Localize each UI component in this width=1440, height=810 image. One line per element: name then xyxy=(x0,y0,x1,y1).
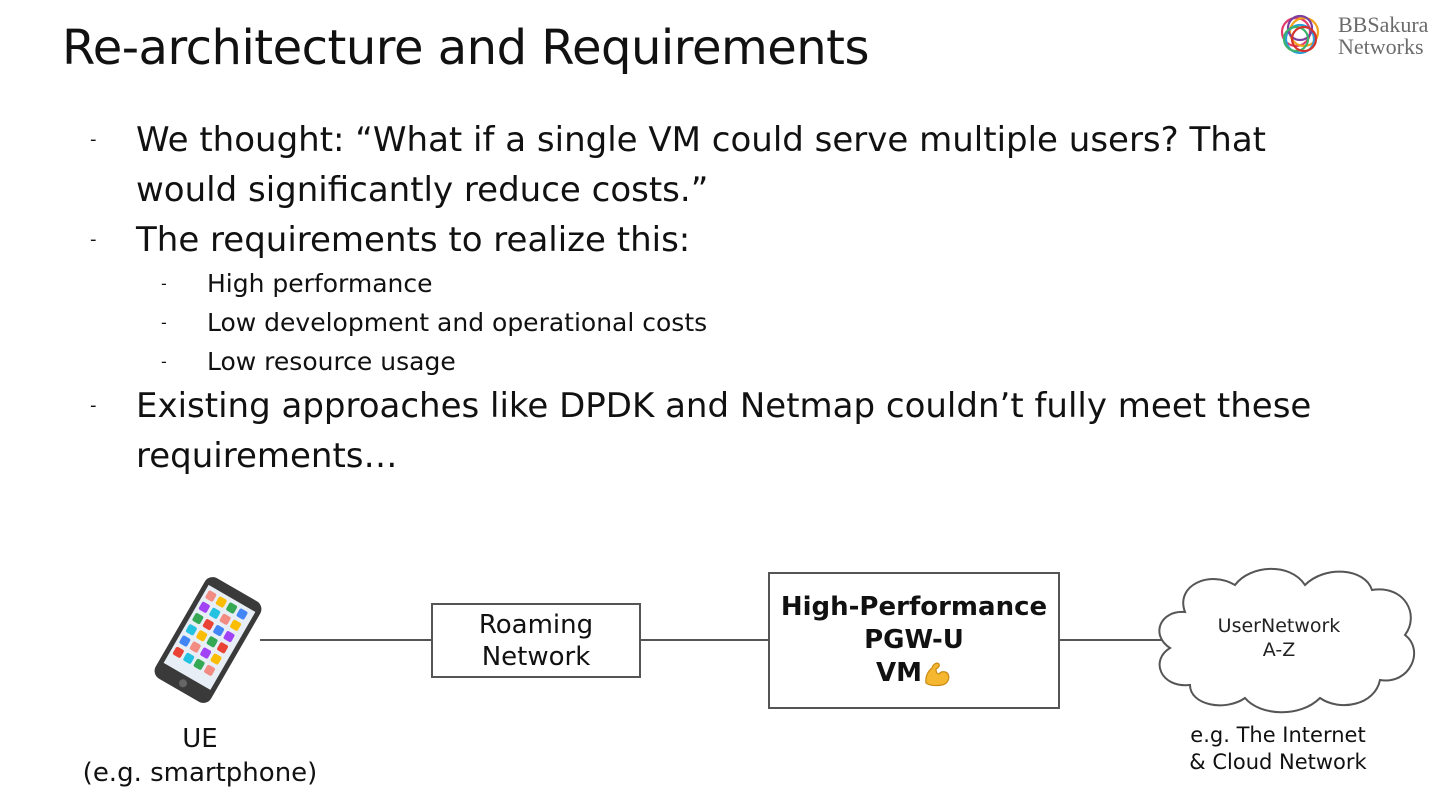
roaming-line2: Network xyxy=(481,641,591,672)
page-title: Re-architecture and Requirements xyxy=(62,20,870,76)
ue-line1: UE xyxy=(182,724,218,754)
ue-caption: UE (e.g. smartphone) xyxy=(80,722,320,790)
bullet-dash: - xyxy=(90,395,97,416)
pgw-line2: PGW-U xyxy=(864,625,964,655)
sub-bullet-item: - Low resource usage xyxy=(161,342,456,381)
bullet-text: The requirements to realize this: xyxy=(136,220,691,260)
bullet-item: - Existing approaches like DPDK and Netm… xyxy=(90,381,1376,481)
pgw-line3-row: VM xyxy=(876,657,952,690)
internet-line2: & Cloud Network xyxy=(1189,750,1367,774)
sub-bullet-item: - High performance xyxy=(161,264,433,303)
sub-bullet-text: High performance xyxy=(207,269,433,298)
sub-bullet-item: - Low development and operational costs xyxy=(161,303,708,342)
flexed-biceps-icon xyxy=(925,662,950,686)
roaming-line1: Roaming xyxy=(478,609,594,640)
bullet-item: - We thought: “What if a single VM could… xyxy=(90,115,1336,215)
cloud-line1: UserNetwork xyxy=(1217,615,1341,637)
cloud-shape xyxy=(1158,567,1416,714)
smartphone-icon xyxy=(154,577,262,703)
cloud-label: UserNetwork A-Z xyxy=(1190,614,1368,662)
ue-line2: (e.g. smartphone) xyxy=(82,758,318,788)
bullet-item: - The requirements to realize this: xyxy=(90,215,1336,265)
bullet-dash: - xyxy=(161,274,167,293)
bullet-dash: - xyxy=(90,229,97,250)
logo-knot-icon xyxy=(1280,14,1320,55)
bullet-text: Existing approaches like DPDK and Netmap… xyxy=(136,386,1312,476)
bullet-dash: - xyxy=(161,313,167,332)
pgw-vm-box: High-Performance PGW-U VM xyxy=(768,572,1060,709)
roaming-network-box: Roaming Network xyxy=(431,603,641,678)
bullet-dash: - xyxy=(161,352,167,371)
internet-line1: e.g. The Internet xyxy=(1190,723,1366,747)
bullet-text: We thought: “What if a single VM could s… xyxy=(136,120,1266,210)
internet-caption: e.g. The Internet & Cloud Network xyxy=(1168,722,1388,776)
logo-line1: BBSakura xyxy=(1338,12,1429,37)
bullet-dash: - xyxy=(90,129,97,150)
company-logo: BBSakura Networks xyxy=(1272,8,1432,64)
logo-wordmark: BBSakura Networks xyxy=(1338,14,1428,58)
pgw-line1: High-Performance xyxy=(780,592,1048,622)
pgw-line3: VM xyxy=(876,658,922,688)
cloud-line2: A-Z xyxy=(1262,639,1296,661)
sub-bullet-text: Low development and operational costs xyxy=(207,308,708,337)
sub-bullet-text: Low resource usage xyxy=(207,347,456,376)
logo-line2: Networks xyxy=(1338,34,1424,59)
